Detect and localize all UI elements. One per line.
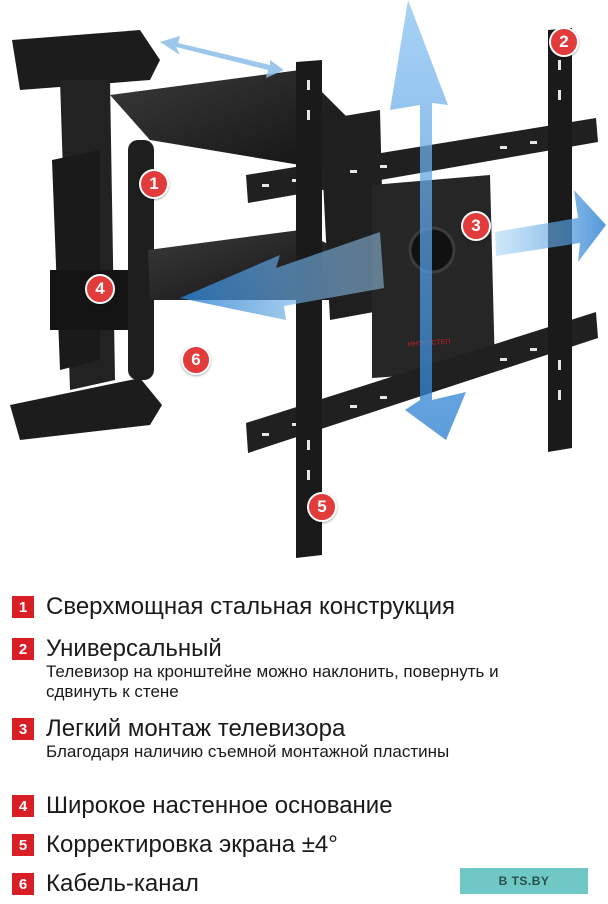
right-arrow (495, 190, 606, 262)
swivel-arrow (160, 36, 284, 78)
site-watermark: B TS.BY (460, 868, 588, 894)
feature-number-badge: 3 (12, 718, 34, 740)
callout-6: 6 (181, 345, 211, 375)
watermark-text: B TS.BY (498, 874, 550, 888)
upper-arm (110, 70, 350, 170)
feature-title: Универсальный (46, 635, 222, 662)
cable-channel (128, 140, 154, 380)
left-arrow (180, 232, 384, 320)
vertical-arrow (390, 0, 466, 440)
feature-number-badge: 6 (12, 873, 34, 895)
callout-4: 4 (85, 274, 115, 304)
feature-number-badge: 1 (12, 596, 34, 618)
left-upright (296, 60, 322, 558)
mounting-plate (372, 175, 495, 378)
feature-number-badge: 5 (12, 834, 34, 856)
callout-3: 3 (461, 211, 491, 241)
feature-title: Кабель-канал (46, 870, 199, 897)
callout-1: 1 (139, 169, 169, 199)
callout-5: 5 (307, 492, 337, 522)
callout-2: 2 (549, 27, 579, 57)
feature-description: Благодаря наличию съемной монтажной плас… (46, 742, 450, 761)
feature-title: Широкое настенное основание (46, 792, 393, 819)
feature-title: Сверхмощная стальная конструкция (46, 593, 456, 620)
feature-number-badge: 4 (12, 795, 34, 817)
feature-title: Корректировка экрана ±4° (46, 831, 338, 858)
feature-description: Телевизор на кронштейне можно наклонить,… (46, 662, 499, 701)
feature-title: Легкий монтаж телевизора (46, 715, 346, 742)
feature-number-badge: 2 (12, 638, 34, 660)
